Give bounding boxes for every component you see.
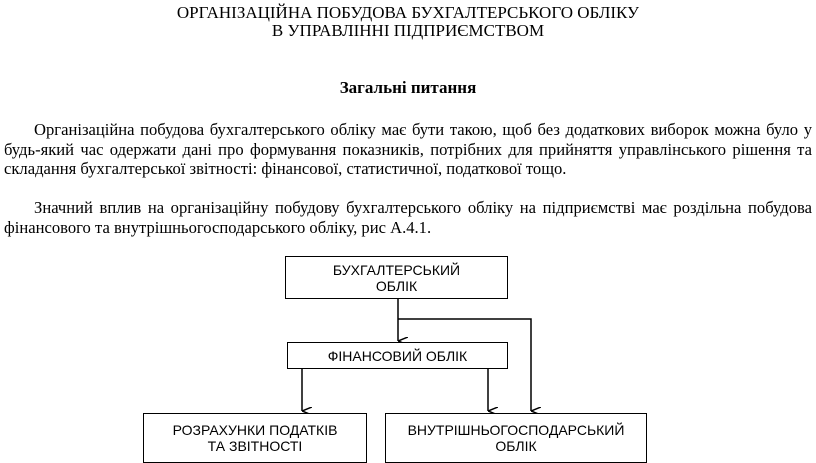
box-accounting-line1: БУХГАЛТЕРСЬКИЙ	[332, 261, 461, 278]
box-tax-line2: ТА ЗВІТНОСТІ	[207, 438, 303, 454]
box-financial-label: ФІНАНСОВИЙ ОБЛІК	[327, 347, 468, 364]
box-management-line2: ОБЛІК	[495, 438, 537, 454]
box-tax-line1: РОЗРАХУНКИ ПОДАТКІВ	[172, 422, 338, 438]
box-management-line1: ВНУТРІШНЬОГОСПОДАРСЬКИЙ	[407, 422, 625, 438]
section-heading: Загальні питання	[339, 78, 477, 97]
box-tax-reporting: РОЗРАХУНКИ ПОДАТКІВ ТА ЗВІТНОСТІ	[143, 413, 367, 463]
box-financial: ФІНАНСОВИЙ ОБЛІК	[287, 342, 508, 369]
box-accounting-line2: ОБЛІК	[375, 277, 418, 294]
paragraph-2: Значний вплив на організаційну побудову …	[4, 198, 812, 237]
box-management: ВНУТРІШНЬОГОСПОДАРСЬКИЙ ОБЛІК	[385, 413, 647, 463]
paragraph-1: Організаційна побудова бухгалтерського о…	[4, 120, 812, 178]
arrow-top-to-right	[398, 318, 531, 411]
box-accounting: БУХГАЛТЕРСЬКИЙ ОБЛІК	[285, 256, 508, 299]
title-line-2: В УПРАВЛІННІ ПІДПРИЄМСТВОМ	[271, 21, 545, 40]
title-line-1: ОРГАНІЗАЦІЙНА ПОБУДОВА БУХГАЛТЕРСЬКОГО О…	[176, 3, 640, 22]
